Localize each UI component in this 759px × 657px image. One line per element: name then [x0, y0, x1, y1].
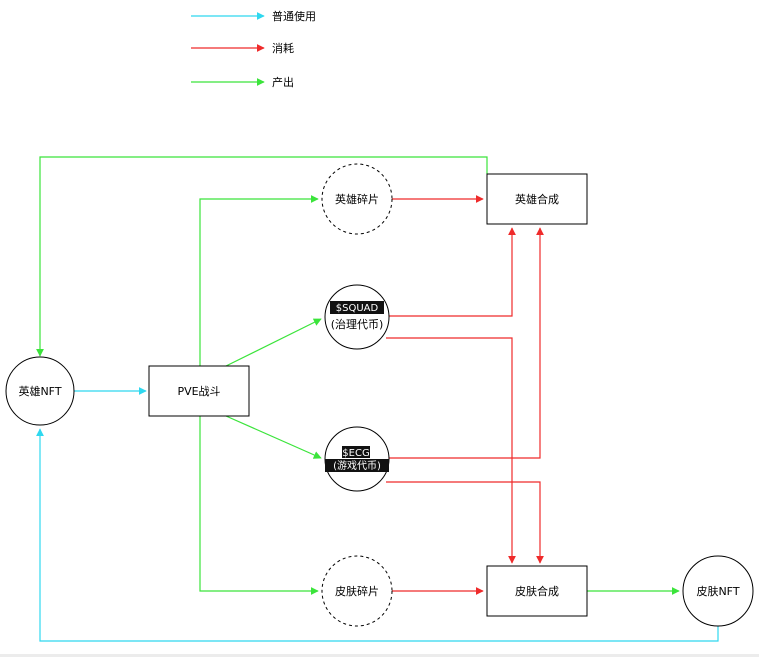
node-hero-fragment-label: 英雄碎片	[335, 192, 379, 206]
node-hero-nft: 英雄NFT	[5, 356, 75, 426]
legend-label-produce: 产出	[272, 75, 294, 89]
node-skin-fragment-label: 皮肤碎片	[335, 584, 379, 598]
node-squad-token-label-line1: $SQUAD	[336, 303, 379, 314]
node-skin-nft: 皮肤NFT	[682, 555, 754, 627]
node-ecg-token: $ECG (游戏代币)	[324, 426, 390, 492]
edge-squad-to-skin-synthesis	[386, 337, 516, 564]
legend-item-produce: 产出	[191, 75, 294, 89]
node-skin-synthesis-label: 皮肤合成	[515, 584, 559, 598]
legend: 普通使用 消耗 产出	[191, 9, 316, 89]
node-squad-token-label-line2: (治理代币)	[331, 317, 384, 331]
node-hero-synthesis-label: 英雄合成	[515, 192, 559, 206]
node-squad-token: $SQUAD (治理代币)	[324, 284, 390, 350]
legend-label-consume: 消耗	[272, 41, 294, 55]
edge-squad-to-hero-synthesis	[386, 227, 516, 317]
edges-produce	[36, 156, 680, 595]
node-pve-battle: PVE战斗	[148, 365, 250, 417]
legend-item-use: 普通使用	[191, 9, 316, 23]
node-skin-synthesis: 皮肤合成	[486, 565, 588, 617]
node-hero-fragment: 英雄碎片	[321, 163, 393, 235]
node-ecg-token-label-line1: $ECG	[342, 448, 369, 459]
edges-consume	[386, 195, 544, 595]
legend-item-consume: 消耗	[191, 41, 294, 55]
edges-use	[36, 387, 719, 642]
edge-pve-to-skin-fragment	[199, 416, 319, 595]
edge-ecg-to-hero-synthesis	[386, 227, 544, 459]
bottom-divider	[0, 654, 759, 657]
node-hero-synthesis: 英雄合成	[486, 173, 588, 225]
edge-pve-to-squad	[225, 318, 322, 367]
node-skin-fragment: 皮肤碎片	[321, 555, 393, 627]
edge-pve-to-hero-fragment	[199, 195, 319, 366]
node-ecg-token-label-line2: (游戏代币)	[333, 459, 381, 472]
edge-ecg-to-skin-synthesis	[386, 481, 544, 564]
edge-pve-to-ecg	[225, 415, 322, 459]
edge-hero-synthesis-to-hero-nft	[36, 156, 488, 357]
node-pve-battle-label: PVE战斗	[177, 385, 220, 398]
node-skin-nft-label: 皮肤NFT	[696, 584, 739, 598]
edge-skin-nft-to-hero-nft	[36, 428, 719, 642]
legend-label-use: 普通使用	[272, 9, 316, 23]
node-hero-nft-label: 英雄NFT	[18, 384, 61, 398]
